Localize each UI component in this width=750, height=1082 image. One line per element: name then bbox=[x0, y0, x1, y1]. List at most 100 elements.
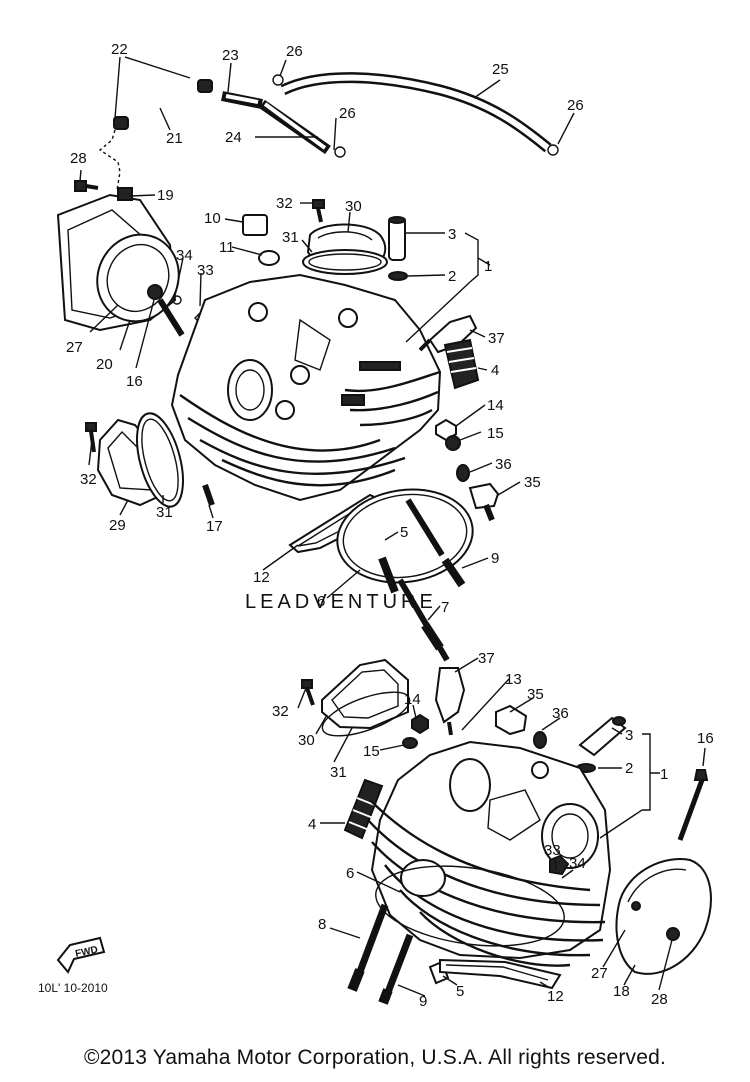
callout-5: 5 bbox=[456, 983, 464, 1000]
callout-26: 26 bbox=[286, 43, 303, 60]
breather-hose-25[interactable] bbox=[280, 72, 552, 153]
leader-lines bbox=[79, 56, 706, 997]
callout-34: 34 bbox=[176, 247, 193, 264]
callout-3: 3 bbox=[448, 226, 456, 243]
callout-37: 37 bbox=[488, 330, 505, 347]
callout-9: 9 bbox=[419, 993, 427, 1010]
callout-16: 16 bbox=[126, 373, 143, 390]
bolt-16-upper[interactable] bbox=[147, 284, 185, 337]
bolt-16-lower[interactable] bbox=[677, 769, 709, 841]
stud-9-lower[interactable] bbox=[378, 933, 414, 1005]
callout-6: 6 bbox=[346, 865, 354, 882]
callout-2: 2 bbox=[448, 268, 456, 285]
callout-25: 25 bbox=[492, 61, 509, 78]
stud-bolts-9-upper[interactable] bbox=[378, 498, 466, 594]
joint-23[interactable] bbox=[221, 91, 263, 109]
callout-1: 1 bbox=[660, 766, 668, 783]
callout-4: 4 bbox=[491, 362, 499, 379]
o-ring-31-side[interactable] bbox=[128, 408, 191, 511]
callout-37: 37 bbox=[478, 650, 495, 667]
cylinder-head-lower[interactable] bbox=[367, 740, 612, 967]
callout-35: 35 bbox=[524, 474, 541, 491]
callout-28: 28 bbox=[651, 991, 668, 1008]
callout-20: 20 bbox=[96, 356, 113, 373]
callout-24: 24 bbox=[225, 129, 242, 146]
gasket-6-lower[interactable] bbox=[371, 855, 570, 957]
callout-10: 10 bbox=[204, 210, 221, 227]
callout-2: 2 bbox=[625, 760, 633, 777]
callout-31: 31 bbox=[156, 504, 173, 521]
callout-22: 22 bbox=[111, 41, 128, 58]
callout-15: 15 bbox=[363, 743, 380, 760]
callout-14: 14 bbox=[404, 691, 421, 708]
callout-30: 30 bbox=[298, 732, 315, 749]
gasket-20[interactable] bbox=[83, 221, 193, 335]
callout-12: 12 bbox=[547, 988, 564, 1005]
hose-clips-26[interactable] bbox=[272, 74, 559, 158]
callout-26: 26 bbox=[567, 97, 584, 114]
o-ring-31-upper[interactable] bbox=[302, 249, 388, 275]
callout-34: 34 bbox=[569, 855, 586, 872]
breather-hose-21[interactable] bbox=[113, 79, 213, 130]
watermark: LEADVENTURE bbox=[245, 591, 437, 613]
bolt-32-lower[interactable] bbox=[301, 679, 315, 706]
callout-1: 1 bbox=[484, 258, 492, 275]
o-ring-6-upper[interactable] bbox=[331, 481, 478, 591]
callout-32: 32 bbox=[80, 471, 97, 488]
callout-4: 4 bbox=[308, 816, 316, 833]
callout-14: 14 bbox=[487, 397, 504, 414]
callout-13: 13 bbox=[505, 671, 522, 688]
gasket-12-lower[interactable] bbox=[439, 958, 562, 990]
callout-6: 6 bbox=[317, 593, 325, 610]
callout-12: 12 bbox=[253, 569, 270, 586]
callout-36: 36 bbox=[495, 456, 512, 473]
valve-seat-4-lower[interactable] bbox=[343, 778, 384, 840]
callout-27: 27 bbox=[591, 965, 608, 982]
callout-30: 30 bbox=[345, 198, 362, 215]
callout-9: 9 bbox=[491, 550, 499, 567]
fwd-arrow-icon: FWD bbox=[56, 936, 106, 974]
stud-8[interactable] bbox=[347, 903, 389, 992]
callout-18: 18 bbox=[613, 983, 630, 1000]
valve-guide-3-lower[interactable] bbox=[578, 716, 627, 757]
callout-26: 26 bbox=[339, 105, 356, 122]
plugs-10-11[interactable] bbox=[242, 214, 280, 266]
valve-guide-3-upper[interactable] bbox=[388, 216, 406, 261]
exploded-parts-diagram: LEADVENTURE bbox=[38, 41, 714, 1010]
spark-plug-37-lower[interactable] bbox=[434, 667, 466, 736]
cylinder-head-upper[interactable] bbox=[170, 273, 442, 502]
callout-8: 8 bbox=[318, 916, 326, 933]
fwd-label: FWD bbox=[74, 944, 99, 959]
callout-29: 29 bbox=[109, 517, 126, 534]
stud-17[interactable] bbox=[202, 484, 215, 506]
callout-5: 5 bbox=[400, 524, 408, 541]
callout-28: 28 bbox=[70, 150, 87, 167]
nut-14-washer-15-upper[interactable] bbox=[435, 418, 461, 451]
spark-plug-37-upper[interactable] bbox=[418, 314, 478, 354]
callout-33: 33 bbox=[197, 262, 214, 279]
callout-19: 19 bbox=[157, 187, 174, 204]
nut-14-washer-15-lower[interactable] bbox=[402, 713, 429, 749]
clip-2-upper[interactable] bbox=[388, 271, 408, 281]
hose-24[interactable] bbox=[259, 99, 331, 155]
bolt-32-upper[interactable] bbox=[312, 199, 325, 223]
drawing-code: 10L' 10-2010 bbox=[38, 981, 108, 995]
callout-11: 11 bbox=[219, 239, 235, 256]
bolt-28-upper[interactable] bbox=[74, 180, 99, 192]
callout-23: 23 bbox=[222, 47, 239, 64]
o-ring-31-lower[interactable] bbox=[317, 683, 414, 745]
washer-36-bolt-35-upper[interactable] bbox=[456, 464, 500, 522]
callout-31: 31 bbox=[330, 764, 347, 781]
valve-seat-4-upper[interactable] bbox=[443, 338, 480, 390]
callout-16: 16 bbox=[697, 730, 714, 747]
callout-3: 3 bbox=[625, 727, 633, 744]
stud-bolt-7[interactable] bbox=[397, 578, 450, 662]
copyright-notice: ©2013 Yamaha Motor Corporation, U.S.A. A… bbox=[83, 1046, 667, 1069]
cover-27-lower-18[interactable] bbox=[615, 858, 712, 975]
callout-32: 32 bbox=[272, 703, 289, 720]
callout-21: 21 bbox=[166, 130, 183, 147]
callout-35: 35 bbox=[527, 686, 544, 703]
bolt-35-washer-36-lower[interactable] bbox=[495, 704, 547, 749]
callout-15: 15 bbox=[487, 425, 504, 442]
callout-27: 27 bbox=[66, 339, 83, 356]
